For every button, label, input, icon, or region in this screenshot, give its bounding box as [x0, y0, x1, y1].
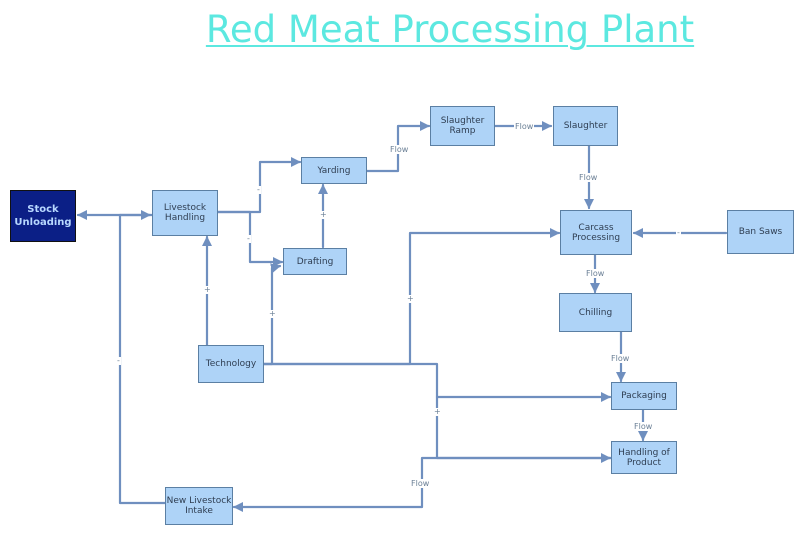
- node-technology[interactable]: Technology: [198, 345, 264, 383]
- flow-label-product-intake: Flow: [410, 479, 431, 488]
- node-label: Chilling: [578, 307, 613, 318]
- node-ban-saws[interactable]: Ban Saws: [727, 210, 794, 254]
- node-carcass-processing[interactable]: Carcass Processing: [560, 210, 632, 255]
- node-livestock-handling[interactable]: Livestock Handling: [152, 190, 218, 236]
- page-title: Red Meat Processing Plant: [205, 8, 695, 51]
- node-slaughter-ramp[interactable]: Slaughter Ramp: [430, 106, 495, 146]
- edge-intake-loop: [118, 213, 167, 505]
- node-label: Handling of Product: [618, 447, 670, 468]
- flow-label-chilling-packaging: Flow: [610, 354, 631, 363]
- node-label: Carcass Processing: [571, 222, 621, 243]
- node-handling-of-product[interactable]: Handling of Product: [611, 441, 677, 474]
- edge-tech-packaging: [262, 362, 612, 402]
- flow-label-yarding-ramp: Flow: [389, 145, 410, 154]
- sign-drafting-yarding: +: [319, 210, 328, 219]
- sign-tech-drafting: +: [268, 309, 277, 318]
- sign-tech-product: +: [433, 407, 442, 416]
- node-label: Slaughter: [563, 121, 608, 131]
- node-chilling[interactable]: Chilling: [559, 293, 632, 332]
- sign-intake-loop: -: [116, 356, 121, 365]
- node-label: Technology: [205, 359, 257, 369]
- node-label: New Livestock Intake: [166, 496, 232, 516]
- node-label: Stock Unloading: [14, 204, 72, 228]
- node-label: Yarding: [317, 165, 351, 176]
- node-packaging[interactable]: Packaging: [611, 382, 677, 410]
- sign-bansaws-carcass: -: [676, 228, 681, 237]
- node-label: Slaughter Ramp: [440, 116, 485, 136]
- node-label: Livestock Handling: [163, 203, 207, 223]
- node-slaughter[interactable]: Slaughter: [553, 106, 618, 146]
- node-yarding[interactable]: Yarding: [301, 157, 367, 184]
- node-label: Packaging: [621, 391, 667, 401]
- flow-label-slaughter-carcass: Flow: [578, 173, 599, 182]
- flow-label-ramp-slaughter: Flow: [514, 122, 535, 131]
- sign-handling-drafting: -: [246, 234, 251, 243]
- flow-label-carcass-chilling: Flow: [585, 269, 606, 278]
- sign-handling-yarding: -: [256, 185, 261, 194]
- edge-tech-product: [435, 395, 612, 463]
- node-drafting[interactable]: Drafting: [283, 248, 347, 275]
- flow-label-packaging-product: Flow: [633, 422, 654, 431]
- node-label: Drafting: [296, 256, 334, 267]
- node-label: Ban Saws: [738, 227, 783, 237]
- node-new-livestock-intake[interactable]: New Livestock Intake: [165, 487, 233, 525]
- sign-tech-handling: +: [203, 285, 212, 294]
- sign-tech-carcass: +: [406, 294, 415, 303]
- node-stock-unloading[interactable]: Stock Unloading: [10, 190, 76, 242]
